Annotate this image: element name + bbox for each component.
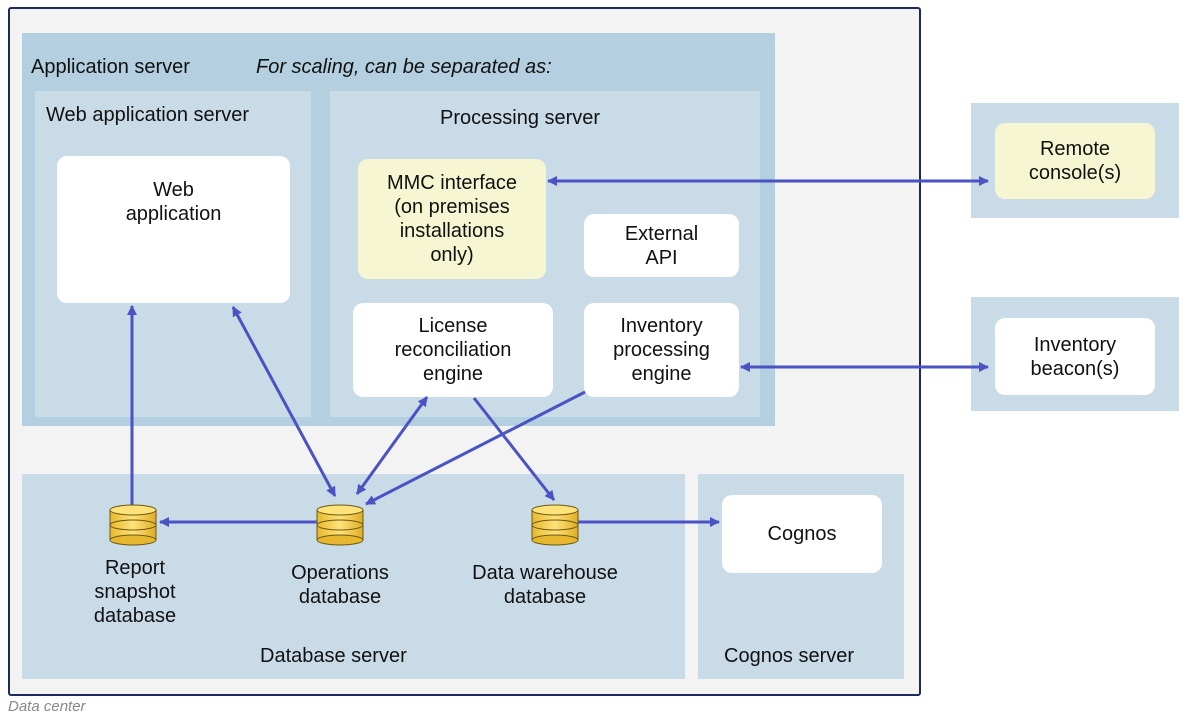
- operations-db-label: Operations database: [291, 562, 389, 608]
- cognos-label: Cognos: [767, 523, 837, 545]
- inventory-engine-label: Inventory processing engine: [613, 315, 710, 385]
- data-center-caption: Data center: [8, 698, 86, 715]
- application-server-title: Application server: [31, 56, 190, 78]
- external-api-label: External API: [624, 222, 699, 269]
- mmc-interface-box: MMC interface (on premises installations…: [358, 159, 546, 279]
- external-api-box: External API: [584, 214, 739, 277]
- arrow-web-operations: [231, 306, 337, 497]
- arrow-license-to-warehouse: [472, 397, 556, 501]
- arrow-license-operations: [355, 396, 429, 495]
- remote-console-label: Remote console(s): [1028, 138, 1122, 184]
- warehouse-db-icon: [531, 504, 579, 546]
- inventory-engine-box: Inventory processing engine: [584, 303, 739, 397]
- processing-server-title: Processing server: [440, 107, 601, 129]
- cognos-box: Cognos: [722, 495, 882, 573]
- application-server-note: For scaling, can be separated as:: [256, 56, 552, 78]
- license-engine-box: License reconciliation engine: [353, 303, 553, 397]
- web-application-label: Web application: [125, 179, 222, 225]
- mmc-interface-label: MMC interface (on premises installations…: [386, 172, 518, 266]
- operations-db-icon: [316, 504, 364, 546]
- inventory-beacon-label: Inventory beacon(s): [1030, 333, 1120, 380]
- arrow-inventory-to-operations: [365, 390, 586, 506]
- web-application-box: Web application: [57, 156, 290, 303]
- report-db-icon: [109, 504, 157, 546]
- web-application-server-title: Web application server: [46, 104, 250, 126]
- inventory-beacon-box: Inventory beacon(s): [995, 318, 1155, 395]
- warehouse-db-label: Data warehouse database: [472, 562, 618, 608]
- license-engine-label: License reconciliation engine: [394, 315, 512, 385]
- database-server-title: Database server: [260, 645, 407, 667]
- remote-console-box: Remote console(s): [995, 123, 1155, 199]
- report-db-label: Report snapshot database: [93, 557, 177, 627]
- cognos-server-title: Cognos server: [724, 645, 855, 667]
